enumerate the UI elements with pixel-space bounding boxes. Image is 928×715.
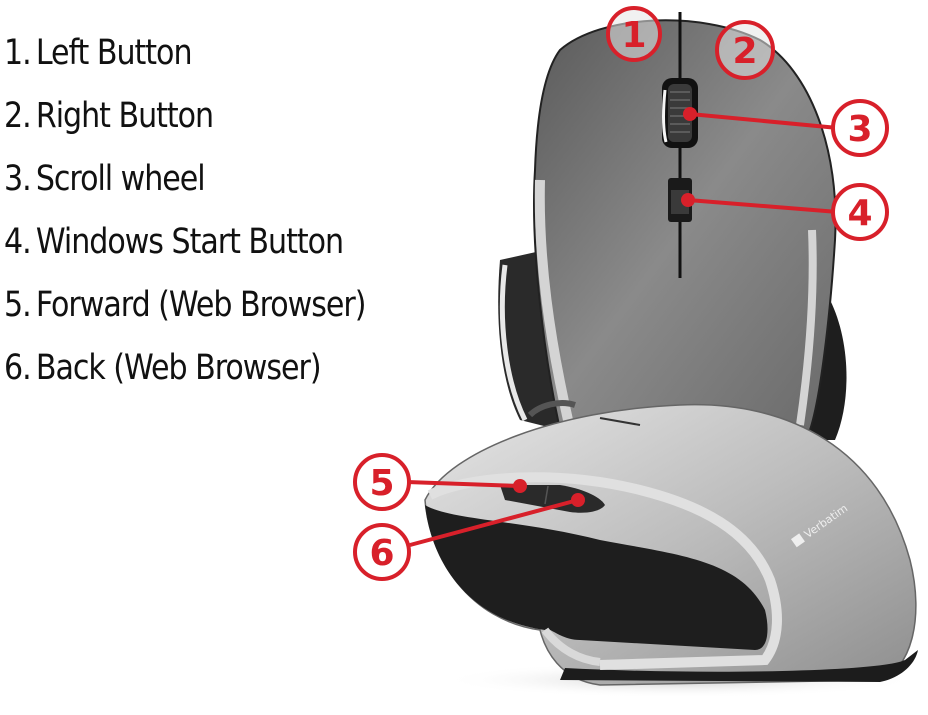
- legend-item-left-button: 1.Left Button: [4, 33, 193, 73]
- callout-2: 2: [715, 20, 775, 80]
- svg-text:4: 4: [847, 193, 872, 234]
- legend-item-right-button: 2.Right Button: [4, 96, 214, 136]
- mouse-top-view: [498, 12, 847, 440]
- legend-item-back: 6.Back (Web Browser): [4, 348, 322, 388]
- thumb-grip: [425, 505, 768, 650]
- callout-1: 1: [606, 6, 662, 62]
- callout-4: 4: [831, 183, 889, 241]
- mouse-side-view: Verbatim: [424, 400, 920, 698]
- callout-6: 6: [353, 523, 411, 581]
- callout-3: 3: [831, 99, 889, 157]
- legend-item-scroll-wheel: 3.Scroll wheel: [4, 159, 206, 199]
- svg-text:6: 6: [369, 533, 394, 574]
- svg-text:1: 1: [621, 15, 646, 56]
- callout-5: 5: [353, 453, 411, 511]
- legend-item-forward: 5.Forward (Web Browser): [4, 285, 366, 325]
- callout-dots: [513, 107, 697, 507]
- legend-item-windows-start: 4.Windows Start Button: [4, 222, 344, 262]
- svg-text:3: 3: [847, 109, 872, 150]
- svg-text:2: 2: [732, 31, 757, 72]
- callout-lines: [406, 112, 839, 547]
- svg-text:5: 5: [369, 463, 394, 504]
- button-legend: 1.Left Button 2.Right Button 3.Scroll wh…: [4, 22, 424, 400]
